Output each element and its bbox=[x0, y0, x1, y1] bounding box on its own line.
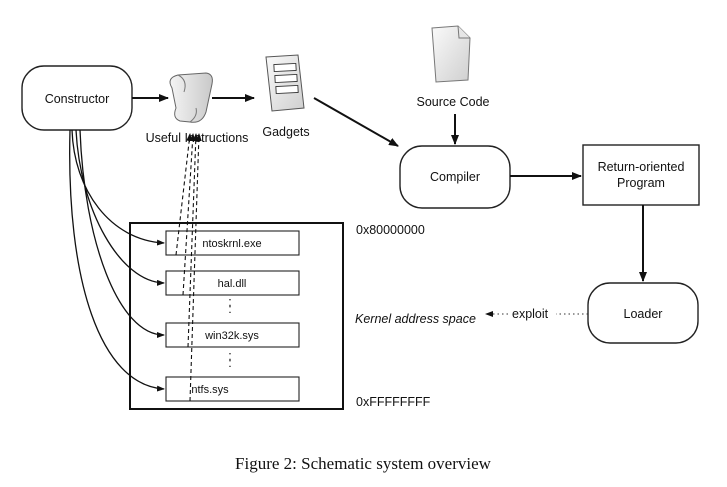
ellipsis-marker: : bbox=[228, 356, 231, 370]
ellipsis-marker: : bbox=[228, 295, 231, 309]
constructor-module-edges bbox=[69, 129, 165, 392]
loader-node: Loader bbox=[587, 282, 699, 344]
constructor-label: Constructor bbox=[45, 92, 110, 106]
module-label: win32k.sys bbox=[204, 330, 259, 342]
exploit-label: exploit bbox=[512, 307, 549, 321]
rop-program-label-line1: Return-oriented bbox=[598, 160, 685, 174]
module-ntfs: ntfs.sys bbox=[165, 376, 300, 402]
source-code-label: Source Code bbox=[417, 95, 490, 109]
module-hal: hal.dll bbox=[165, 270, 300, 296]
module-win32k: win32k.sys bbox=[165, 322, 300, 348]
module-label: hal.dll bbox=[218, 278, 247, 290]
address-start-label: 0x80000000 bbox=[356, 223, 425, 237]
module-label: ntoskrnl.exe bbox=[202, 238, 261, 250]
compiler-label: Compiler bbox=[430, 170, 480, 184]
source-code-icon bbox=[431, 25, 471, 83]
module-ntoskrnl: ntoskrnl.exe bbox=[165, 230, 300, 256]
instruction-extraction-edges bbox=[175, 133, 202, 402]
gadgets-label: Gadgets bbox=[262, 125, 309, 139]
address-end-label: 0xFFFFFFFF bbox=[356, 395, 431, 409]
figure-caption: Figure 2: Schematic system overview bbox=[235, 454, 492, 473]
ellipsis-marker: : bbox=[228, 302, 231, 316]
edge-gadgets-to-compiler bbox=[313, 97, 399, 147]
rop-program-label-line2: Program bbox=[617, 176, 665, 190]
rop-program-node: Return-oriented Program bbox=[582, 144, 700, 206]
compiler-node: Compiler bbox=[399, 145, 511, 209]
kernel-address-space-label: Kernel address space bbox=[355, 312, 476, 326]
module-label: ntfs.sys bbox=[191, 384, 229, 396]
ellipsis-marker: : bbox=[228, 349, 231, 363]
loader-label: Loader bbox=[624, 307, 663, 321]
constructor-node: Constructor bbox=[21, 65, 133, 131]
gadgets-icon bbox=[265, 54, 305, 112]
useful-instructions-label: Useful Instructions bbox=[146, 131, 249, 145]
scroll-icon bbox=[169, 72, 213, 123]
